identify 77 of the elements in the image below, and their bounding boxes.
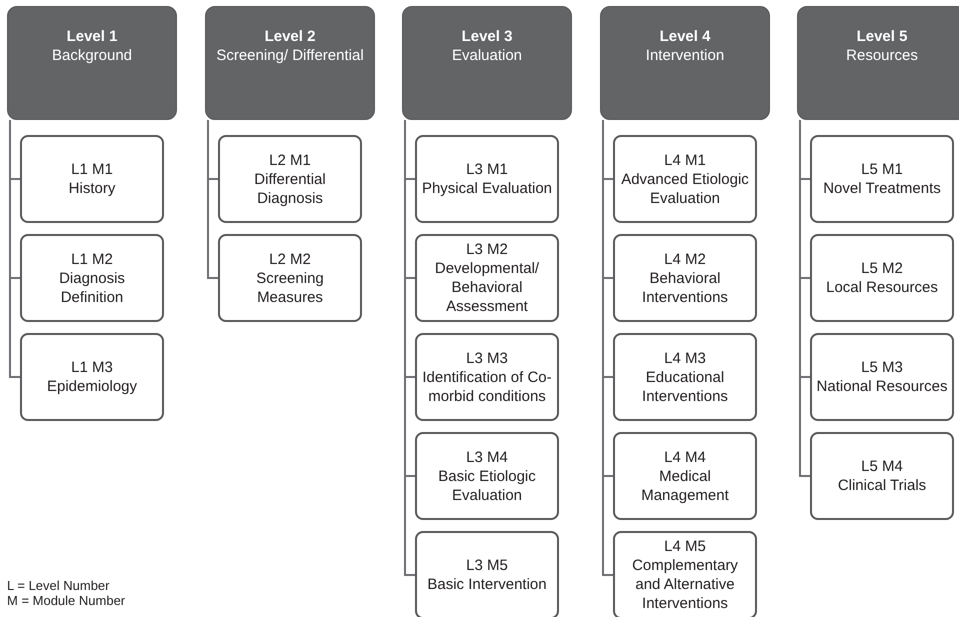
module-name: Behavioral Interventions: [641, 268, 729, 306]
module-box: [810, 135, 954, 223]
module-name: Advanced Etiologic Evaluation: [620, 170, 750, 208]
module-box: [613, 333, 757, 421]
level-title: Level 1: [66, 27, 118, 46]
module-name: Identification of Co-morbid conditions: [421, 368, 553, 406]
module-code: L1 M1: [70, 160, 114, 179]
module-name: Basic Etiologic Evaluation: [437, 466, 537, 504]
connector-line: [207, 120, 218, 279]
module-code: L5 M2: [860, 259, 904, 278]
module-box: [415, 333, 559, 421]
module-code: L1 M3: [70, 358, 114, 377]
module-box: [218, 135, 362, 223]
module-name: Educational Interventions: [641, 368, 729, 406]
legend-note: L = Level Number: [7, 578, 110, 593]
module-code: L5 M3: [860, 358, 904, 377]
module-name: Diagnosis Definition: [58, 268, 126, 306]
level-name: Intervention: [644, 46, 726, 65]
module-code: L2 M2: [268, 250, 312, 268]
module-box: [415, 432, 559, 520]
level-header-box: [797, 6, 959, 120]
module-code: L4 M4: [663, 448, 707, 466]
level-header-box: [205, 6, 375, 120]
level-title: Level 4: [660, 27, 710, 46]
module-code: L3 M5: [465, 556, 509, 575]
module-code: L4 M5: [663, 537, 707, 556]
module-name: National Resources: [816, 377, 948, 396]
module-name: Epidemiology: [46, 377, 138, 396]
module-name: Local Resources: [825, 278, 939, 297]
module-code: L4 M1: [663, 150, 707, 170]
module-name: Screening Measures: [255, 268, 325, 306]
module-box: [810, 432, 954, 520]
level-title: Level 3: [462, 27, 512, 46]
module-code: L1 M2: [70, 250, 114, 268]
module-code: L3 M3: [465, 348, 509, 368]
level-title: Level 5: [856, 27, 908, 46]
module-code: L2 M1: [268, 150, 312, 170]
module-box: [810, 333, 954, 421]
module-name: Medical Management: [640, 466, 730, 504]
module-name: Novel Treatments: [822, 179, 942, 198]
module-box: [20, 234, 164, 322]
module-box: [20, 135, 164, 223]
connector-line: [799, 120, 810, 477]
level-title: Level 2: [264, 27, 316, 46]
module-code: L4 M2: [663, 250, 707, 268]
module-code: L3 M1: [465, 160, 509, 179]
module-box: [415, 135, 559, 223]
module-box: [613, 432, 757, 520]
module-box: [20, 333, 164, 421]
module-box: [613, 135, 757, 223]
module-box: [415, 531, 559, 617]
module-code: L5 M4: [860, 457, 904, 476]
module-name: Basic Intervention: [426, 575, 548, 594]
module-name: History: [68, 179, 116, 198]
module-box: [415, 234, 559, 322]
module-box: [218, 234, 362, 322]
level-header-box: [7, 6, 177, 120]
module-name: Complementary and Alternative Interventions: [631, 556, 739, 613]
level-header-box: [600, 6, 770, 120]
module-box: [613, 531, 757, 617]
module-code: L3 M2: [465, 240, 509, 259]
level-header-box: [402, 6, 572, 120]
module-name: Developmental/ Behavioral Assessment: [434, 259, 540, 316]
module-name: Clinical Trials: [836, 476, 928, 495]
legend-note: M = Module Number: [7, 593, 126, 608]
module-name: Differential Diagnosis: [253, 170, 327, 208]
level-name: Background: [50, 46, 134, 65]
level-name: Screening/ Differential: [215, 46, 365, 65]
module-code: L3 M4: [465, 448, 509, 466]
module-box: [613, 234, 757, 322]
module-box: [810, 234, 954, 322]
module-name: Physical Evaluation: [420, 179, 554, 198]
level-name: Evaluation: [450, 46, 524, 65]
module-code: L4 M3: [663, 348, 707, 368]
module-code: L5 M1: [860, 160, 904, 179]
level-name: Resources: [845, 46, 919, 65]
connector-line: [9, 120, 20, 378]
